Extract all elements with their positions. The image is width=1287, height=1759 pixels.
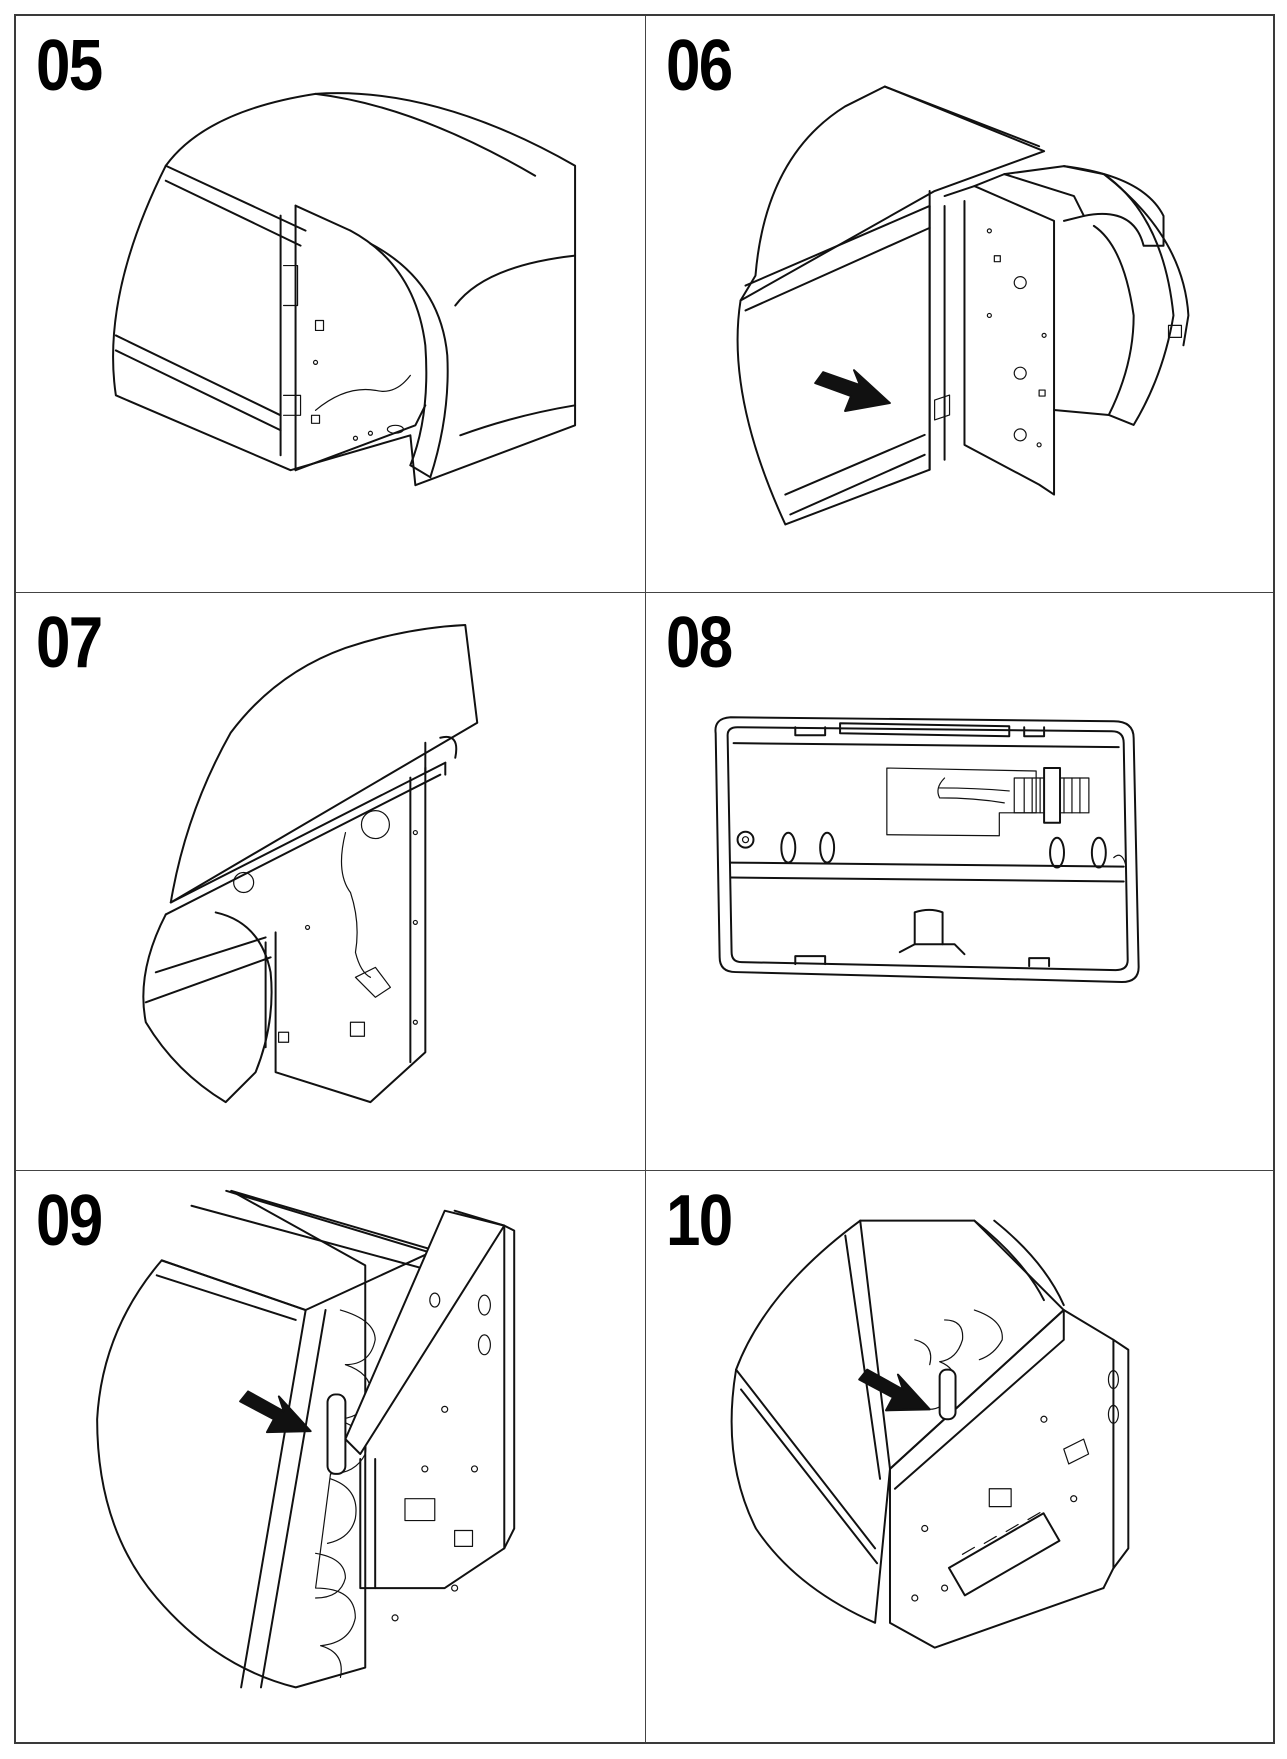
steps-grid: 05: [14, 14, 1275, 1744]
step-number: 09: [36, 1181, 103, 1261]
arrow-icon: [814, 369, 891, 412]
arrow-icon: [858, 1368, 931, 1412]
illustration-step-10: [730, 1219, 1130, 1649]
illustration-step-06: [736, 85, 1190, 526]
step-number: 10: [666, 1181, 733, 1261]
illustration-step-07: [142, 623, 479, 1104]
step-08-panel: 08: [646, 593, 1273, 1171]
step-07-panel: 07: [16, 593, 646, 1171]
step-number: 06: [666, 26, 733, 106]
arrow-icon: [239, 1390, 312, 1434]
step-number: 05: [36, 26, 103, 106]
illustration-step-08: [714, 716, 1140, 984]
illustration-step-09: [96, 1189, 516, 1689]
step-10-panel: 10: [646, 1171, 1273, 1742]
step-number: 08: [666, 603, 733, 683]
step-number: 07: [36, 603, 103, 683]
step-05-panel: 05: [16, 16, 646, 593]
step-06-panel: 06: [646, 16, 1273, 593]
step-09-panel: 09: [16, 1171, 646, 1742]
illustration-step-05: [112, 92, 577, 487]
